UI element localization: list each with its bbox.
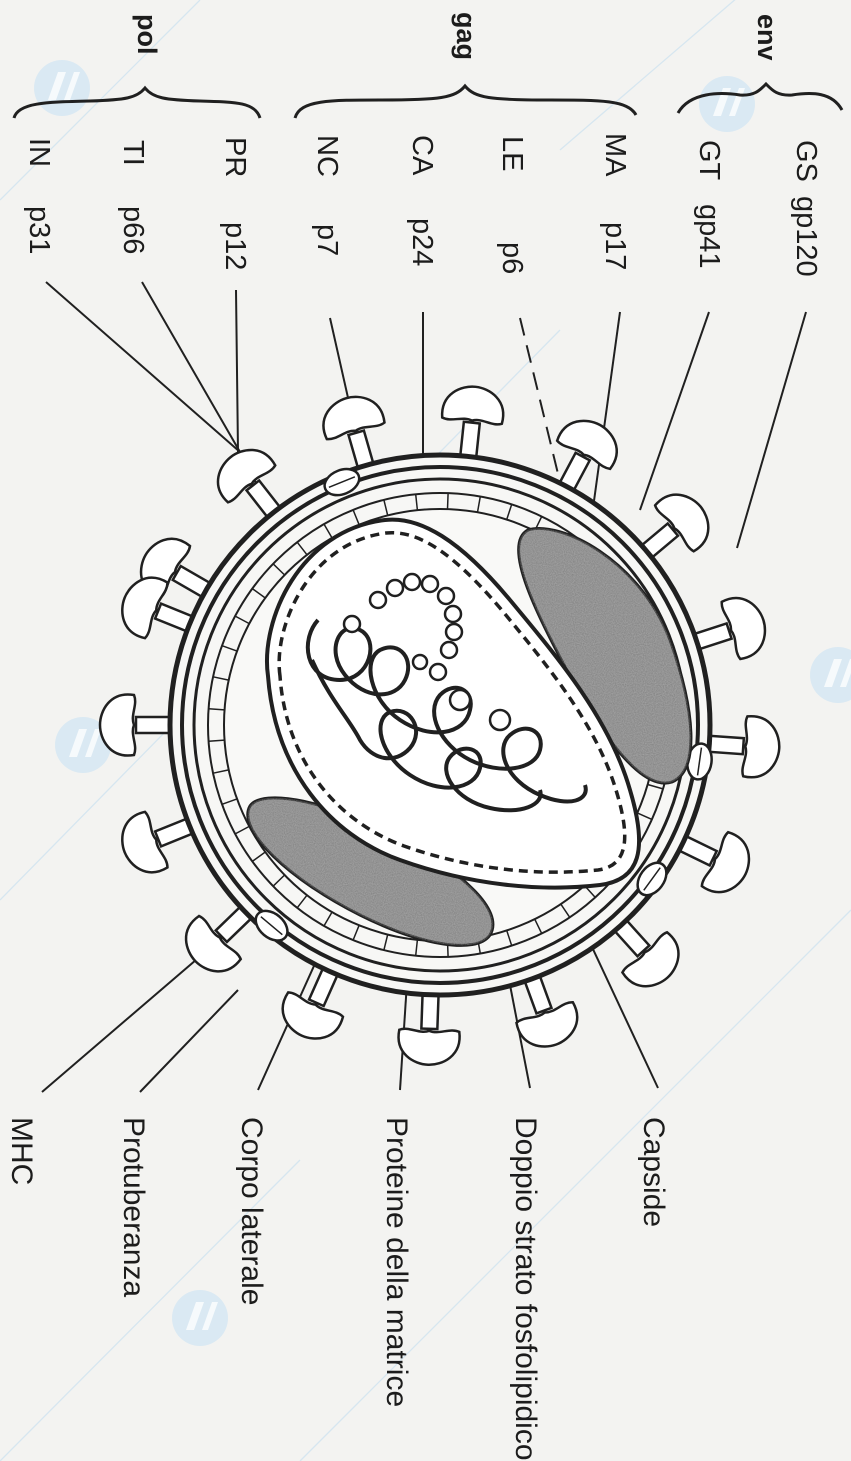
protein-code-gp120: gp120 [790,196,822,277]
spike [705,713,781,779]
protein-code-gp41: gp41 [693,204,725,269]
structure-label-mhc: MHC [5,1117,38,1185]
leader-p31 [46,282,240,452]
leader-gp120 [737,312,806,548]
protein-abbr-in: IN [23,138,55,167]
group-label-gag: gag [451,12,481,60]
protein-code-p66: p66 [117,206,149,254]
leader-protuberanza [140,990,238,1092]
protein-abbr-ca: CA [406,135,438,176]
protein-abbr-le: LE [496,136,528,171]
protein-code-p7: p7 [311,224,343,256]
group-labels: env gag pol [132,12,782,61]
structure-label-doppio-strato: Doppio strato fosfolipidico [509,1117,542,1461]
structure-label-capside: Capside [637,1117,670,1227]
group-label-env: env [752,14,782,61]
protein-code-p24: p24 [406,218,438,266]
structure-label-corpo-laterale: Corpo laterale [235,1117,268,1305]
gag-brace [295,86,636,118]
protein-code-p12: p12 [219,222,251,270]
leader-gp41 [640,312,709,510]
protein-abbr-gt: GT [693,140,725,181]
protein-code-p17: p17 [599,222,631,270]
spike [398,992,462,1066]
structure-labels: Capside Doppio strato fosfolipidico Prot… [5,1117,670,1461]
leader-p17 [590,312,620,530]
leader-p66 [142,282,240,452]
virion [100,384,781,1066]
protein-abbr-pr: PR [219,137,251,177]
spike [438,384,506,462]
structure-label-protuberanza: Protuberanza [117,1117,150,1297]
group-label-pol: pol [132,14,162,55]
structure-label-proteine-matrice: Proteine della matrice [380,1117,413,1407]
protein-abbr-ma: MA [599,133,631,177]
protein-abbr-gs: GS [790,140,822,182]
protein-abbr-nc: NC [311,135,343,177]
protein-abbr-ti: TI [117,140,149,166]
protein-code-p6: p6 [496,242,528,274]
protein-labels: GS gp120 GT gp41 MA p17 LE p6 CA p24 NC … [23,133,822,277]
matrix-protein-tick [448,493,449,509]
protein-code-p31: p31 [23,206,55,254]
spike [100,694,172,755]
